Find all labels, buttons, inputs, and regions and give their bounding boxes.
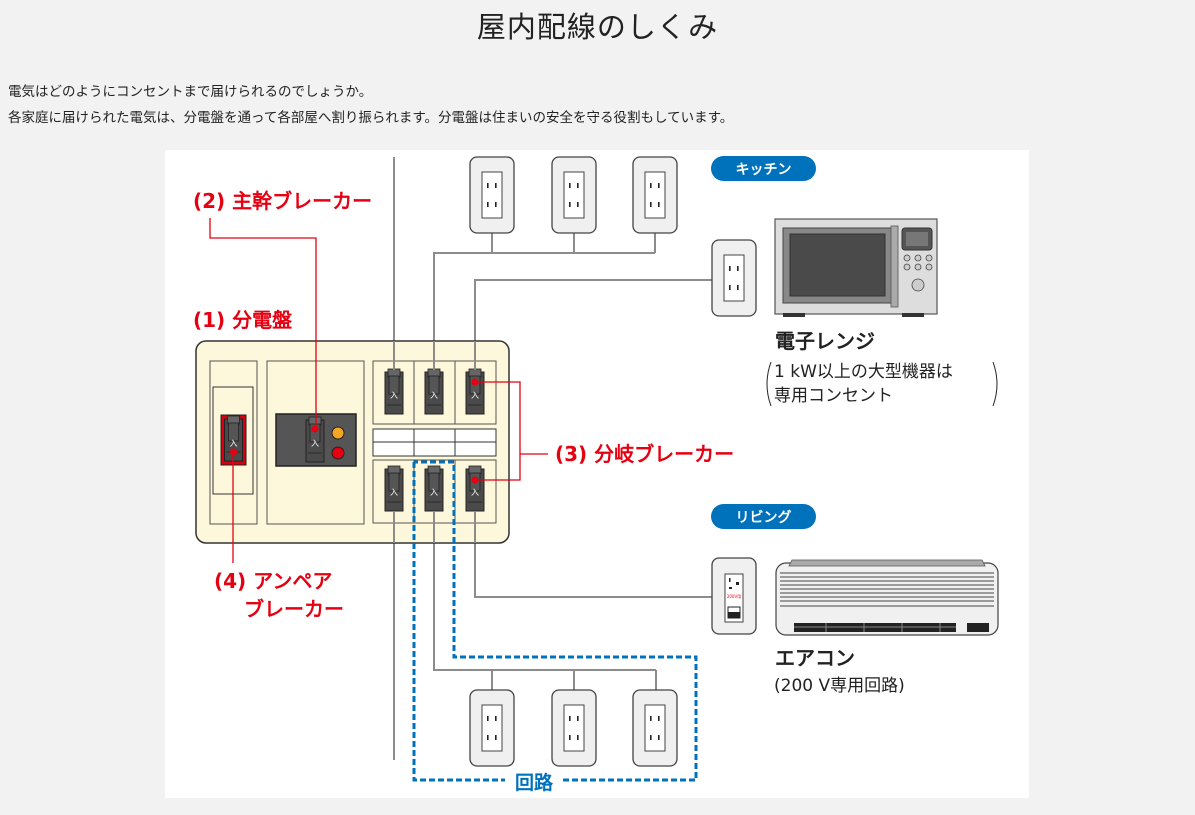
outlet-200v-label: 200V用 — [727, 594, 741, 599]
paren-left-icon — [766, 361, 772, 407]
kitchen-outlet-1 — [469, 156, 515, 234]
svg-text:入: 入 — [390, 488, 398, 497]
microwave-note-line1: 1 kW以上の大型機器は — [774, 362, 953, 382]
label-ampere-breaker-line1: (4) アンペア — [214, 569, 332, 593]
branch-breaker-bottom-3: 入 — [465, 465, 485, 512]
circuit-outlet-1 — [469, 689, 515, 767]
label-distribution-board: (1) 分電盤 — [193, 308, 293, 332]
svg-text:入: 入 — [311, 439, 319, 448]
main-breaker: 入 — [305, 416, 325, 463]
label-main-breaker: (2) 主幹ブレーカー — [193, 189, 372, 213]
paren-right-icon — [992, 361, 998, 407]
label-ampere-breaker-line2: ブレーカー — [244, 597, 344, 621]
svg-text:キッチン: キッチン — [736, 162, 792, 178]
circuit-outline-right — [414, 460, 698, 782]
svg-text:入: 入 — [390, 391, 398, 400]
microwave-icon — [774, 218, 938, 317]
circuit-outlet-3 — [632, 689, 678, 767]
microwave-note-line2: 専用コンセント — [774, 386, 893, 406]
branch-breaker-bottom-1: 入 — [384, 465, 404, 512]
wiring-diagram-svg: 200V用 入 入 — [193, 156, 999, 794]
indicator-lamp-orange — [331, 426, 345, 440]
microwave-outlet — [711, 239, 757, 317]
circuit-label: 回路 — [515, 771, 554, 794]
svg-text:入: 入 — [430, 488, 438, 497]
label-branch-breaker: (3) 分岐ブレーカー — [555, 442, 734, 466]
branch-breaker-top-3: 入 — [465, 368, 485, 415]
kitchen-outlet-2 — [551, 156, 597, 234]
svg-text:入: 入 — [430, 391, 438, 400]
leader-lines — [209, 218, 548, 563]
distribution-board: 入 入 — [195, 340, 510, 544]
kitchen-outlet-3 — [632, 156, 678, 234]
svg-text:リビング: リビング — [736, 509, 792, 526]
aircon-name: エアコン — [775, 646, 855, 670]
aircon-200v-outlet: 200V用 — [711, 557, 757, 635]
room-badge-living: リビング — [711, 504, 816, 529]
branch-breaker-top-1: 入 — [384, 368, 404, 415]
room-badge-kitchen: キッチン — [711, 156, 816, 181]
intro-line-1: 電気はどのようにコンセントまで届けられるのでしょうか。 — [8, 84, 373, 100]
wiring-diagram: 200V用 入 入 — [165, 150, 1029, 798]
indicator-lamp-red — [331, 446, 345, 460]
branch-breaker-bottom-2: 入 — [424, 465, 444, 512]
microwave-name: 電子レンジ — [775, 329, 875, 353]
kitchen-outlet-wiring — [433, 232, 712, 360]
aircon-note: (200 V専用回路) — [774, 676, 905, 696]
svg-text:入: 入 — [471, 488, 479, 497]
branch-breaker-top-2: 入 — [424, 368, 444, 415]
svg-text:入: 入 — [471, 391, 479, 400]
intro-line-2: 各家庭に届けられた電気は、分電盤を通って各部屋へ割り振られます。分電盤は住まいの… — [8, 110, 734, 126]
aircon-icon — [775, 559, 999, 636]
circuit-outlet-2 — [551, 689, 597, 767]
page-title: 屋内配線のしくみ — [476, 10, 719, 44]
board-wire-stubs — [393, 341, 476, 543]
circuit-outline-left — [412, 462, 505, 782]
svg-text:入: 入 — [230, 439, 238, 448]
